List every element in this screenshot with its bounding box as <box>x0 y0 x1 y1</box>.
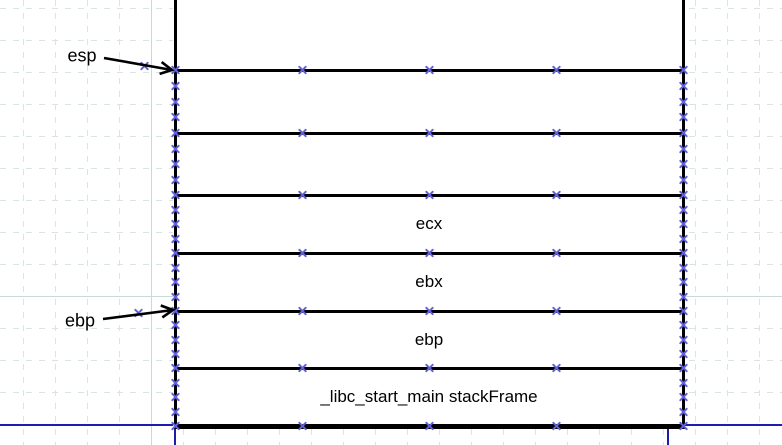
connection-point-marker[interactable] <box>170 190 181 201</box>
connection-point-marker[interactable] <box>678 320 689 331</box>
connection-point-marker[interactable] <box>170 406 181 417</box>
connection-point-marker[interactable] <box>170 219 181 230</box>
connection-point-marker[interactable] <box>678 219 689 230</box>
connection-point-marker[interactable] <box>551 128 562 139</box>
connection-point-marker[interactable] <box>297 65 308 76</box>
connection-point-marker[interactable] <box>170 306 181 317</box>
connection-point-marker[interactable] <box>170 320 181 331</box>
ebp-register-label[interactable]: ebp <box>64 310 96 331</box>
connection-point-marker[interactable] <box>678 392 689 403</box>
connection-point-marker[interactable] <box>170 96 181 107</box>
connection-point-marker[interactable] <box>170 112 181 123</box>
connection-point-marker[interactable] <box>678 233 689 244</box>
connection-point-marker[interactable] <box>678 291 689 302</box>
connection-point-marker[interactable] <box>678 421 689 432</box>
connection-point-marker[interactable] <box>297 306 308 317</box>
connection-point-marker[interactable] <box>678 190 689 201</box>
connection-point-marker[interactable] <box>678 406 689 417</box>
connection-point-marker[interactable] <box>297 190 308 201</box>
connection-point-marker[interactable] <box>424 306 435 317</box>
connection-point-marker[interactable] <box>170 128 181 139</box>
page-baseline-vertical <box>667 426 669 445</box>
connection-point-marker[interactable] <box>133 308 144 319</box>
connection-point-marker[interactable] <box>678 143 689 154</box>
connection-point-marker[interactable] <box>424 421 435 432</box>
grid-line-vertical <box>55 0 56 445</box>
connection-point-marker[interactable] <box>170 204 181 215</box>
connection-point-marker[interactable] <box>678 306 689 317</box>
grid-line-vertical <box>87 0 88 445</box>
connection-point-marker[interactable] <box>170 421 181 432</box>
connection-point-marker[interactable] <box>170 248 181 259</box>
connection-point-marker[interactable] <box>170 65 181 76</box>
connection-point-marker[interactable] <box>424 248 435 259</box>
stack-row-ecx[interactable]: ecx <box>415 214 443 233</box>
connection-point-marker[interactable] <box>170 143 181 154</box>
connection-point-marker[interactable] <box>551 248 562 259</box>
connection-point-marker[interactable] <box>678 204 689 215</box>
stack-row-ebp[interactable]: ebp <box>414 329 444 349</box>
connection-point-marker[interactable] <box>170 392 181 403</box>
connection-point-marker[interactable] <box>678 112 689 123</box>
grid-line-vertical <box>151 0 152 445</box>
grid-line-vertical <box>727 0 728 445</box>
connection-point-marker[interactable] <box>297 248 308 259</box>
connection-point-marker[interactable] <box>170 291 181 302</box>
grid-line-vertical <box>695 0 696 445</box>
connection-point-marker[interactable] <box>678 65 689 76</box>
connection-point-marker[interactable] <box>678 96 689 107</box>
connection-point-marker[interactable] <box>170 377 181 388</box>
connection-point-marker[interactable] <box>551 65 562 76</box>
connection-point-marker[interactable] <box>551 421 562 432</box>
connection-point-marker[interactable] <box>297 363 308 374</box>
connection-point-marker[interactable] <box>678 159 689 170</box>
connection-point-marker[interactable] <box>170 334 181 345</box>
page-baseline-vertical <box>174 426 176 445</box>
grid-line-vertical <box>759 0 760 445</box>
connection-point-marker[interactable] <box>551 306 562 317</box>
connection-point-marker[interactable] <box>297 421 308 432</box>
stack-row-ebx[interactable]: ebx <box>415 272 443 291</box>
connection-point-marker[interactable] <box>678 363 689 374</box>
connection-point-marker[interactable] <box>424 128 435 139</box>
connection-point-marker[interactable] <box>170 159 181 170</box>
connection-point-marker[interactable] <box>678 248 689 259</box>
connection-point-marker[interactable] <box>678 277 689 288</box>
connection-point-marker[interactable] <box>678 174 689 185</box>
connection-point-marker[interactable] <box>678 334 689 345</box>
connection-point-marker[interactable] <box>170 348 181 359</box>
connection-point-marker[interactable] <box>139 61 150 72</box>
connection-point-marker[interactable] <box>678 348 689 359</box>
connection-point-marker[interactable] <box>297 128 308 139</box>
connection-point-marker[interactable] <box>170 233 181 244</box>
connection-point-marker[interactable] <box>678 128 689 139</box>
connection-point-marker[interactable] <box>551 190 562 201</box>
connection-point-marker[interactable] <box>678 262 689 273</box>
grid-line-vertical <box>119 0 120 445</box>
connection-point-marker[interactable] <box>678 80 689 91</box>
stack-row--libc-start-main-stackframe[interactable]: _libc_start_main stackFrame <box>320 387 538 406</box>
connection-point-marker[interactable] <box>424 65 435 76</box>
esp-register-label[interactable]: esp <box>67 45 97 66</box>
connection-point-marker[interactable] <box>424 190 435 201</box>
connection-point-marker[interactable] <box>170 277 181 288</box>
connection-point-marker[interactable] <box>170 80 181 91</box>
connection-point-marker[interactable] <box>678 377 689 388</box>
connection-point-marker[interactable] <box>551 363 562 374</box>
grid-line-vertical <box>23 0 24 445</box>
connection-point-marker[interactable] <box>170 174 181 185</box>
connection-point-marker[interactable] <box>170 262 181 273</box>
connection-point-marker[interactable] <box>170 363 181 374</box>
connection-point-marker[interactable] <box>424 363 435 374</box>
